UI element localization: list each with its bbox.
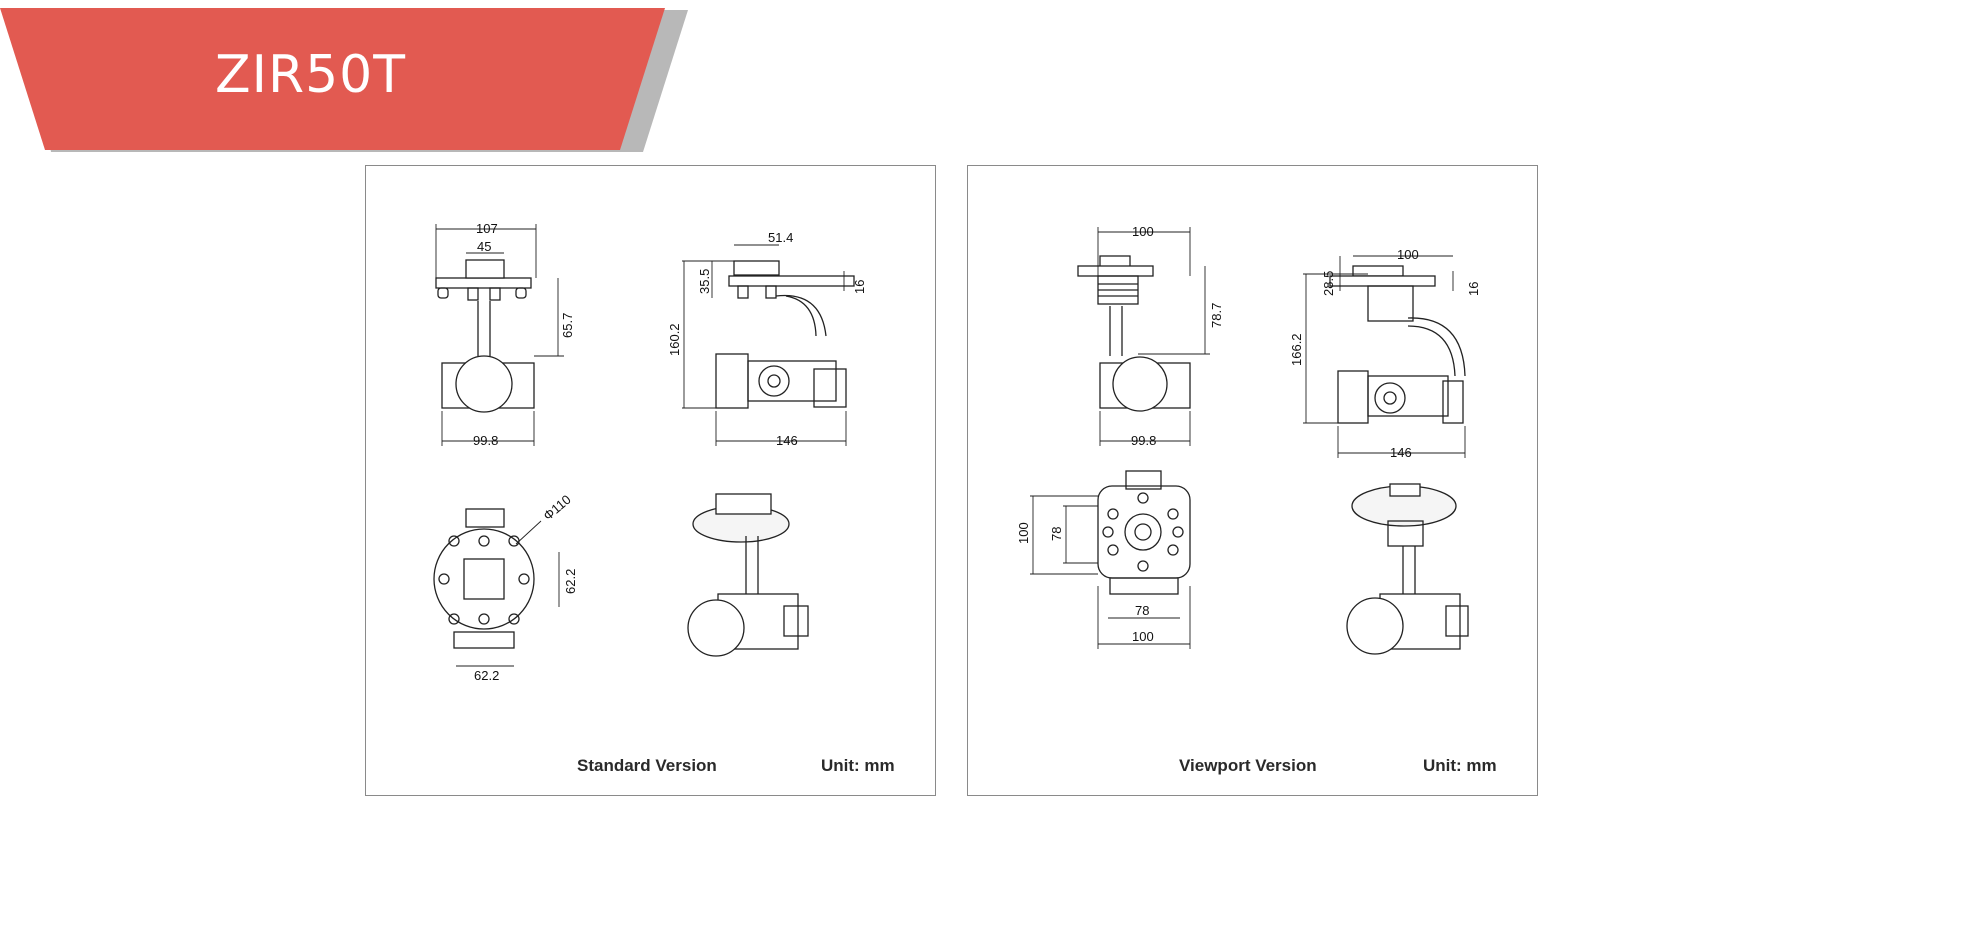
- dim-back-inner: 78: [1049, 527, 1064, 541]
- version-label: Viewport Version: [1179, 756, 1317, 775]
- unit-label: Unit: mm: [821, 756, 895, 775]
- dim-top-width: 100: [1132, 224, 1154, 239]
- viewport-drawing: 100 78.7 99.8 100 28.5 16 166.2 146: [1016, 224, 1481, 655]
- dim-back-inner-width: 78: [1135, 603, 1149, 618]
- dim-back-width: 100: [1132, 629, 1154, 644]
- standard-version-panel: 107 45 65.7 99.8 51.4 35.5 16 160.2 146: [365, 165, 936, 796]
- dim-side-height: 160.2: [667, 323, 682, 356]
- dim-side-offset: 35.5: [697, 269, 712, 294]
- dim-top-width: 107: [476, 221, 498, 236]
- dim-bottom-width: 99.8: [1131, 433, 1156, 448]
- dim-mount-height: 62.2: [563, 569, 578, 594]
- dim-side-top: 100: [1397, 247, 1419, 262]
- standard-drawing: 107 45 65.7 99.8 51.4 35.5 16 160.2 146: [433, 221, 867, 683]
- dim-height-a: 65.7: [560, 313, 575, 338]
- dim-side-height: 166.2: [1289, 333, 1304, 366]
- header-banner: ZIR50T: [0, 0, 700, 160]
- dim-side-length: 146: [1390, 445, 1412, 460]
- dim-side-top: 51.4: [768, 230, 793, 245]
- unit-label: Unit: mm: [1423, 756, 1497, 775]
- dim-back-height: 100: [1016, 522, 1031, 544]
- dim-bottom-width: 99.8: [473, 433, 498, 448]
- dim-side-plate: 16: [852, 280, 867, 294]
- dim-top-inner: 45: [477, 239, 491, 254]
- banner-shape: [0, 8, 688, 152]
- viewport-version-panel: 100 78.7 99.8 100 28.5 16 166.2 146: [967, 165, 1538, 796]
- dim-mount-width: 62.2: [474, 668, 499, 683]
- dim-height-a: 78.7: [1209, 303, 1224, 328]
- dim-side-plate: 16: [1466, 282, 1481, 296]
- version-label: Standard Version: [577, 756, 717, 775]
- dim-side-offset: 28.5: [1321, 271, 1336, 296]
- dim-side-length: 146: [776, 433, 798, 448]
- product-title: ZIR50T: [215, 45, 407, 105]
- dim-diameter: Φ110: [540, 492, 573, 523]
